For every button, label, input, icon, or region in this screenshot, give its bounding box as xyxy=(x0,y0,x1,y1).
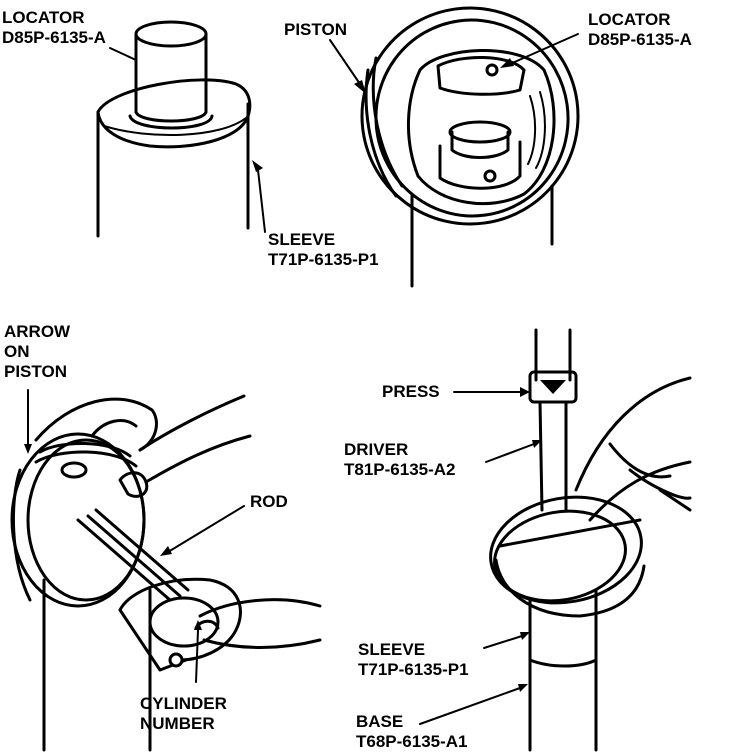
sleeve-bottom-label: SLEEVE T71P-6135-P1 xyxy=(358,640,469,680)
driver-line-2: T81P-6135-A2 xyxy=(344,460,456,479)
cylinder-number-line-2: NUMBER xyxy=(140,714,215,733)
base-label: BASE T68P-6135-A1 xyxy=(356,712,468,752)
press-assembly-illustration xyxy=(419,328,692,752)
arrow-on-piston-line-1: ARROW xyxy=(4,322,71,341)
arrow-on-piston-label: ARROW ON PISTON xyxy=(4,322,70,382)
piston-on-locator-illustration xyxy=(329,6,580,288)
sleeve-bottom-line-2: T71P-6135-P1 xyxy=(358,660,469,679)
driver-line-1: DRIVER xyxy=(344,440,409,459)
base-line-2: T68P-6135-A1 xyxy=(356,732,468,751)
driver-label: DRIVER T81P-6135-A2 xyxy=(344,440,456,480)
cylinder-number-line-1: CYLINDER xyxy=(140,694,227,713)
arrow-on-piston-line-3: PISTON xyxy=(4,362,67,381)
rod-label: ROD xyxy=(250,492,288,511)
base-line-1: BASE xyxy=(356,712,404,731)
locator-left-line-1: LOCATOR xyxy=(2,8,85,27)
sleeve-top-label: SLEEVE T71P-6135-P1 xyxy=(268,230,379,270)
rod-assembly-illustration xyxy=(10,389,322,752)
locator-right-line-2: D85P-6135-A xyxy=(588,30,692,49)
locator-right-line-1: LOCATOR xyxy=(588,10,671,29)
sleeve-bottom-line-1: SLEEVE xyxy=(358,640,426,659)
sleeve-top-line-2: T71P-6135-P1 xyxy=(268,250,379,269)
sleeve-with-locator-illustration xyxy=(96,20,266,238)
press-label: PRESS xyxy=(382,382,440,401)
cylinder-number-label: CYLINDER NUMBER xyxy=(140,694,227,734)
sleeve-top-line-1: SLEEVE xyxy=(268,230,336,249)
piston-top-label: PISTON xyxy=(284,20,347,39)
locator-left-label: LOCATOR D85P-6135-A xyxy=(2,8,106,48)
arrow-on-piston-line-2: ON xyxy=(4,342,30,361)
locator-left-line-2: D85P-6135-A xyxy=(2,28,106,47)
locator-right-label: LOCATOR D85P-6135-A xyxy=(588,10,692,50)
